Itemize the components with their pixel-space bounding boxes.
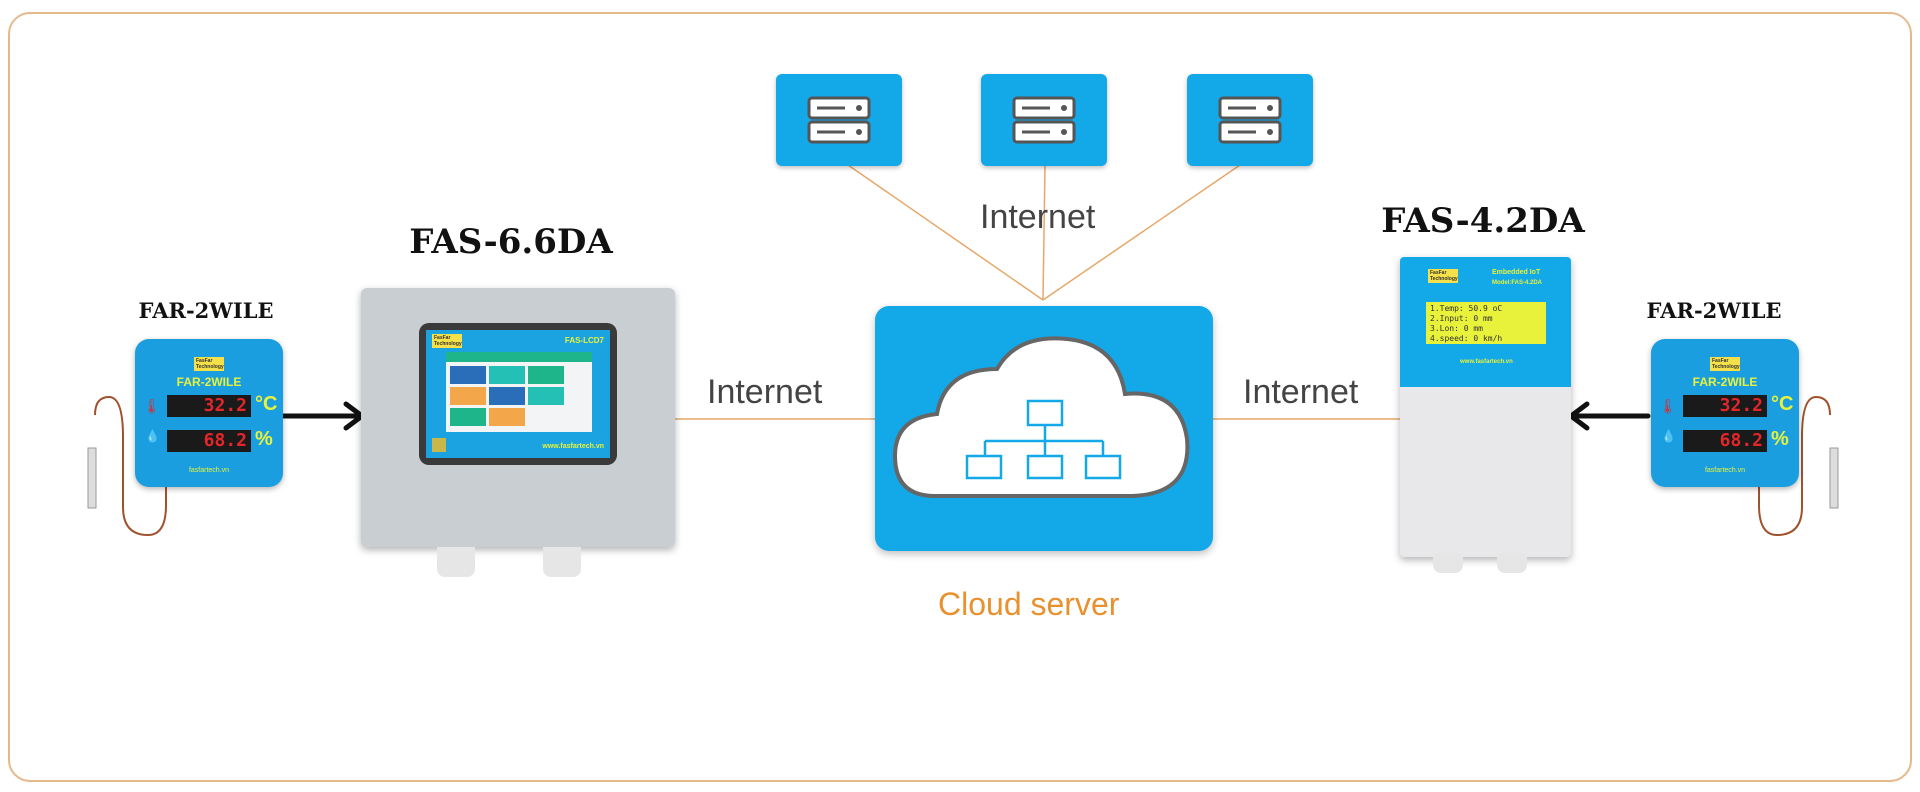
website: fasfartech.vn [188,467,230,474]
temp-display: 32.2 [1683,395,1767,417]
fas66-device: FasFar Technology FAS-LCD7 www.fasfartec… [361,288,675,547]
humidity-unit: % [255,428,273,450]
sensor-cable-right [1758,395,1831,537]
far-right-title: FAR-2WILE [1646,298,1782,323]
diagram-frame [8,12,1912,782]
fas66-title: FAS-6.6DA [409,222,613,262]
thermometer-icon: 🌡 [1659,398,1677,414]
fas42-lcd: 1.Temp: 50.9 oC 2.Input: 0 mm 3.Lon: 0 m… [1426,302,1546,344]
temp-display: 32.2 [167,395,251,417]
arrow-right-icon [281,401,367,431]
humidity-display: 68.2 [167,430,251,452]
cloud-network-icon [892,336,1190,498]
sensor-cable-left [94,395,167,537]
far-left-title: FAR-2WILE [138,298,274,323]
line-server1 [847,164,1044,301]
water-drop-icon: 💧 [1661,429,1676,443]
water-drop-icon: 💧 [145,429,160,443]
line-server2 [1042,164,1046,301]
brand-logo: FasFar Technology [194,357,224,371]
brand-logo: FasFar Technology [432,334,462,348]
server-1 [776,74,902,166]
cloud-server-label: Cloud server [938,586,1120,622]
temp-unit: °C [1771,393,1794,415]
far-name: FAR-2WILE [176,375,242,389]
arrow-left-icon [1566,401,1651,431]
server-3 [1187,74,1313,166]
humidity-display: 68.2 [1683,430,1767,452]
fas66-screen: FasFar Technology FAS-LCD7 www.fasfartec… [419,323,617,465]
dashboard-preview [446,352,592,432]
cable-gland [437,547,475,577]
brand-logo: FasFar Technology [1428,269,1458,283]
internet-label-left: Internet [707,373,823,411]
internet-label-right: Internet [1243,373,1359,411]
server-icon [807,96,871,144]
website: www.fasfartech.vn [542,443,604,450]
line-server3 [1042,164,1241,301]
fas42-model: Model:FAS-4.2DA [1492,280,1543,286]
fas42-device: FasFar Technology Embedded IoT Model:FAS… [1400,257,1571,557]
cable-gland [543,547,581,577]
website: fasfartech.vn [1704,467,1746,474]
cable-gland [1497,553,1527,573]
far-left-device: FasFar Technology FAR-2WILE 🌡 32.2 °C 💧 … [135,339,283,487]
far-name: FAR-2WILE [1692,375,1758,389]
sensor-probe-left [87,447,97,509]
screen-model: FAS-LCD7 [564,336,604,345]
humidity-unit: % [1771,428,1789,450]
temp-unit: °C [255,393,278,415]
fas42-header: Embedded IoT [1492,269,1541,276]
server-icon [1012,96,1076,144]
thermometer-icon: 🌡 [143,398,161,414]
internet-label-top: Internet [980,198,1096,236]
server-icon [1218,96,1282,144]
brand-logo: FasFar Technology [1710,357,1740,371]
fas42-title: FAS-4.2DA [1381,201,1585,241]
server-2 [981,74,1107,166]
cable-gland [1433,553,1463,573]
cloud-server-box [875,306,1213,551]
website: www.fasfartech.vn [1460,359,1513,365]
far-right-device: FasFar Technology FAR-2WILE 🌡 32.2 °C 💧 … [1651,339,1799,487]
qr-code [432,438,446,452]
sensor-probe-right [1829,447,1839,509]
